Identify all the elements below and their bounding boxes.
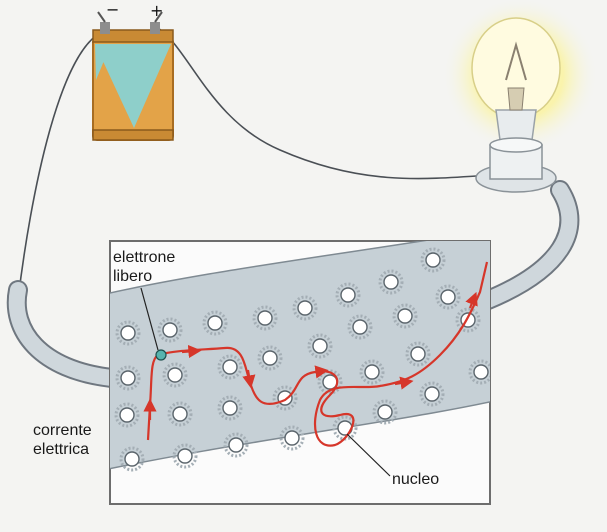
nucleus-icon: [207, 315, 223, 331]
nucleus-halo: [172, 443, 198, 469]
nucleus-halo: [359, 359, 385, 385]
nucleus-icon: [440, 289, 456, 305]
free-electron-label-line2: libero: [113, 268, 153, 285]
nucleus-icon: [222, 400, 238, 416]
nucleus-halo: [119, 446, 145, 472]
nucleus-halo: [167, 401, 193, 427]
nucleus-icon: [297, 300, 313, 316]
nucleus-icon: [377, 404, 393, 420]
nucleus-halo: [405, 341, 431, 367]
nucleus-halo: [115, 365, 141, 391]
nucleus-icon: [352, 319, 368, 335]
nucleus-halo: [468, 359, 490, 385]
nucleus-label: nucleo: [392, 471, 440, 488]
battery-icon: [92, 11, 174, 141]
nucleus-halo: [347, 314, 373, 340]
nucleus-icon: [383, 274, 399, 290]
nucleus-halo: [217, 354, 243, 380]
wire-positive: [157, 27, 491, 180]
nucleus-leader-line: [346, 433, 391, 477]
nucleus-icon: [257, 310, 273, 326]
nucleus-halo: [335, 282, 361, 308]
nucleus-icon: [410, 346, 426, 362]
nucleus-halo: [115, 320, 141, 346]
nucleus-halo: [419, 381, 445, 407]
nucleus-icon: [312, 338, 328, 354]
battery-minus-sign: −: [106, 0, 120, 19]
nucleus-icon: [172, 406, 188, 422]
nucleus-halo: [217, 395, 243, 421]
nucleus-halo: [257, 345, 283, 371]
nucleus-icon: [124, 451, 140, 467]
nucleus-icon: [119, 407, 135, 423]
free-electron-label-line1: elettrone: [113, 249, 176, 266]
nucleus-icon: [162, 322, 178, 338]
nucleus-halo: [202, 310, 228, 336]
nucleus-icon: [284, 430, 300, 446]
light-bulb-icon: [442, 0, 598, 193]
electron-leader-line: [140, 287, 159, 351]
nucleus-icon: [222, 359, 238, 375]
nucleus-icon: [120, 325, 136, 341]
nucleus-halo: [307, 333, 333, 359]
conductor-zoom-box: [109, 240, 491, 505]
nucleus-icon: [425, 252, 441, 268]
nucleus-halo: [455, 307, 481, 333]
battery-plus-sign: +: [150, 1, 164, 20]
nucleus-icon: [424, 386, 440, 402]
nucleus-halo: [162, 362, 188, 388]
nucleus-halo: [279, 425, 305, 451]
current-label-line2: elettrica: [33, 441, 90, 458]
wire-negative: [17, 29, 109, 301]
nucleus-icon: [340, 287, 356, 303]
nucleus-halo: [114, 402, 140, 428]
nucleus-icon: [262, 350, 278, 366]
nucleus-halo: [435, 284, 461, 310]
electron-icon: [155, 349, 167, 361]
nucleus-icon: [364, 364, 380, 380]
nucleus-halo: [392, 303, 418, 329]
nucleus-halo: [223, 432, 249, 458]
current-label-line1: corrente: [33, 422, 92, 439]
nucleus-halo: [292, 295, 318, 321]
free-electron-label: elettrone libero: [113, 248, 175, 286]
nucleus-halo: [252, 305, 278, 331]
current-path: [146, 261, 489, 447]
nucleus-icon: [228, 437, 244, 453]
nucleus-halo: [157, 317, 183, 343]
nucleus-icon: [177, 448, 193, 464]
nucleus-icon: [167, 367, 183, 383]
nucleus-icon: [473, 364, 489, 380]
nucleus-halo: [272, 385, 298, 411]
current-label: corrente elettrica: [33, 421, 92, 459]
nucleus-halo: [372, 399, 398, 425]
nucleus-halo: [317, 369, 343, 395]
nucleus-icon: [120, 370, 136, 386]
nucleus-icon: [397, 308, 413, 324]
nucleus-halo: [378, 269, 404, 295]
nucleus-halo: [420, 247, 446, 273]
